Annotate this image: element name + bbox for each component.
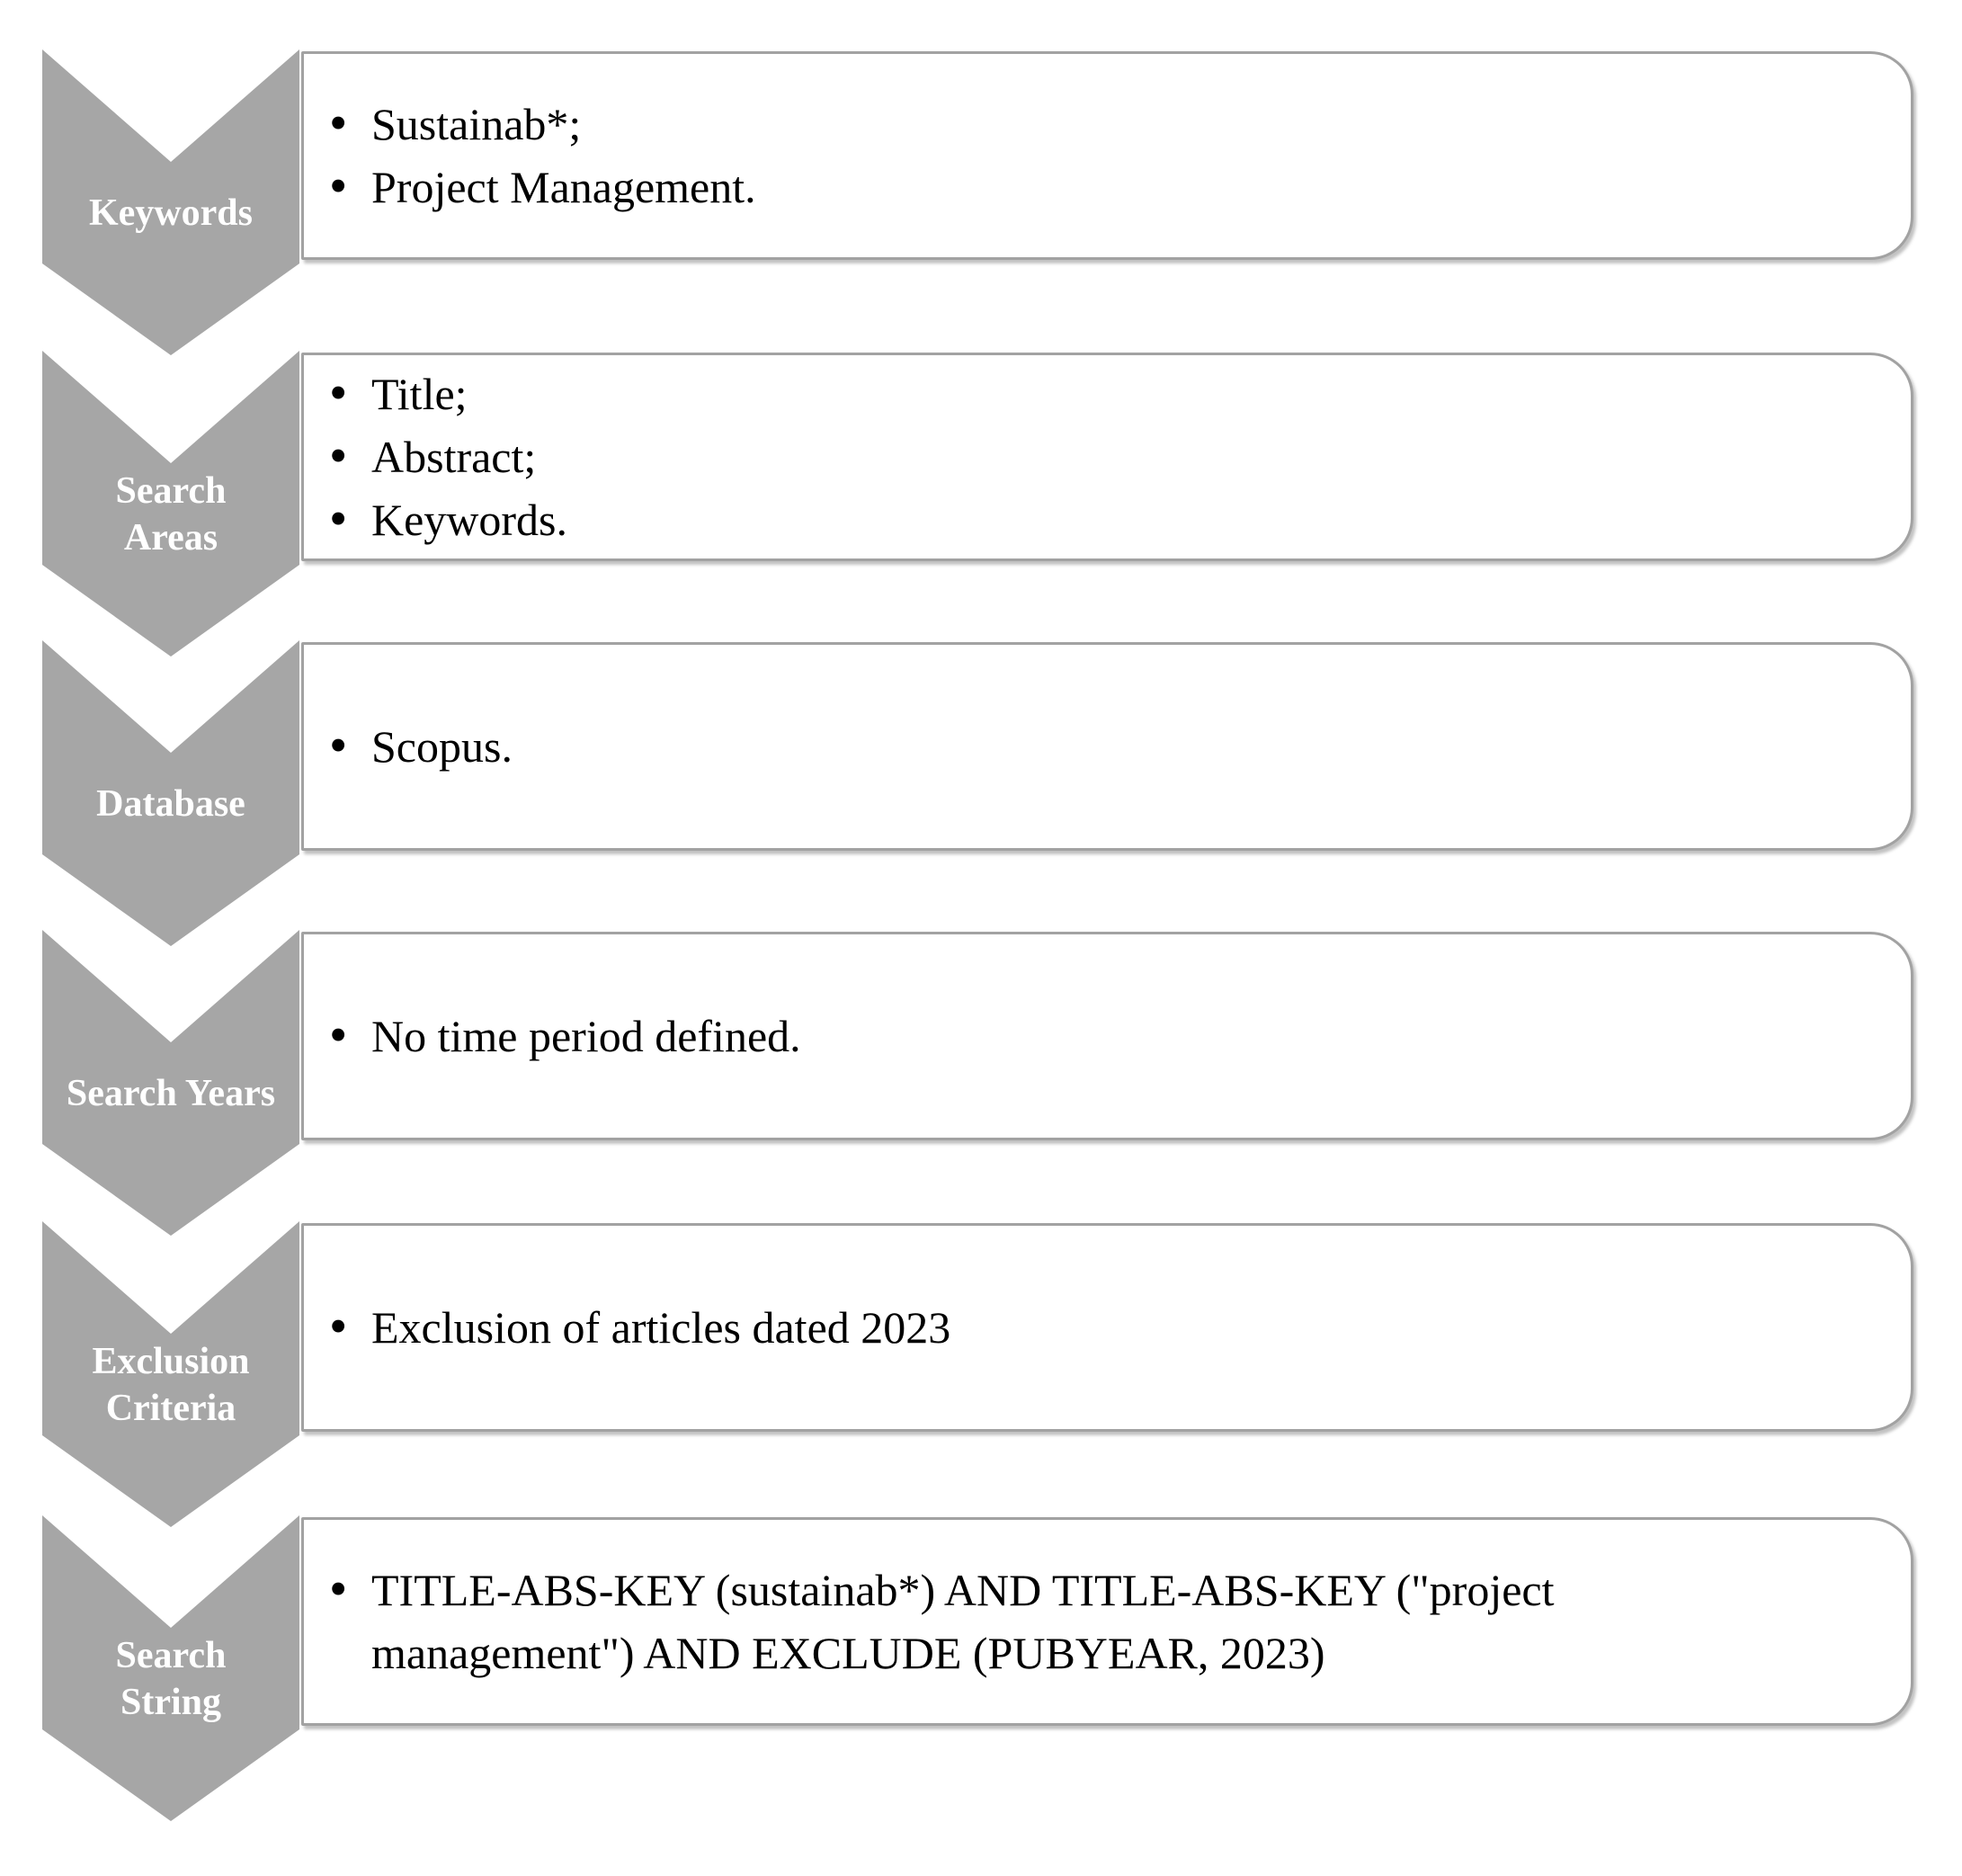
step-label: Search Years <box>66 1073 276 1114</box>
chevron-down-arrow: Search Areas <box>42 351 299 657</box>
bullet-list: Scopus. <box>304 714 1803 778</box>
chevron-down-arrow: Keywords <box>42 49 299 355</box>
bullet-item: No time period defined. <box>304 1004 1803 1068</box>
bullet-item: Exclusion of articles dated 2023 <box>304 1295 1803 1359</box>
step-label: Database <box>96 783 245 825</box>
step-box: Scopus. <box>301 642 1913 851</box>
bullet-item: Scopus. <box>304 714 1803 778</box>
step-label: Search String <box>115 1635 227 1723</box>
bullet-item: Project Management. <box>304 155 1803 219</box>
chevron-down-arrow: Exclusion Criteria <box>42 1221 299 1527</box>
step-box: Sustainab*;Project Management. <box>301 51 1913 260</box>
step-label: Exclusion Criteria <box>92 1341 250 1429</box>
bullet-item: Title; <box>304 362 1803 425</box>
chevron-down-arrow: Search Years <box>42 930 299 1236</box>
bullet-list: Sustainab*;Project Management. <box>304 92 1803 219</box>
bullet-list: No time period defined. <box>304 1004 1803 1068</box>
bullet-list: Title;Abstract;Keywords. <box>304 362 1803 551</box>
step-box: Title;Abstract;Keywords. <box>301 353 1913 561</box>
bullet-item: Abstract; <box>304 424 1803 488</box>
bullet-list: Exclusion of articles dated 2023 <box>304 1295 1803 1359</box>
chevron-down-arrow: Database <box>42 640 299 946</box>
chevron-down-arrow: Search String <box>42 1515 299 1821</box>
bullet-item: Keywords. <box>304 487 1803 551</box>
step-box: Exclusion of articles dated 2023 <box>301 1223 1913 1432</box>
bullet-list: TITLE-ABS-KEY (sustainab*) AND TITLE-ABS… <box>304 1558 1803 1684</box>
bullet-item: Sustainab*; <box>304 92 1803 156</box>
step-label: Search Areas <box>115 470 227 558</box>
step-label: Keywords <box>89 192 253 234</box>
step-box: No time period defined. <box>301 932 1913 1140</box>
bullet-item: TITLE-ABS-KEY (sustainab*) AND TITLE-ABS… <box>304 1558 1803 1684</box>
step-box: TITLE-ABS-KEY (sustainab*) AND TITLE-ABS… <box>301 1517 1913 1726</box>
